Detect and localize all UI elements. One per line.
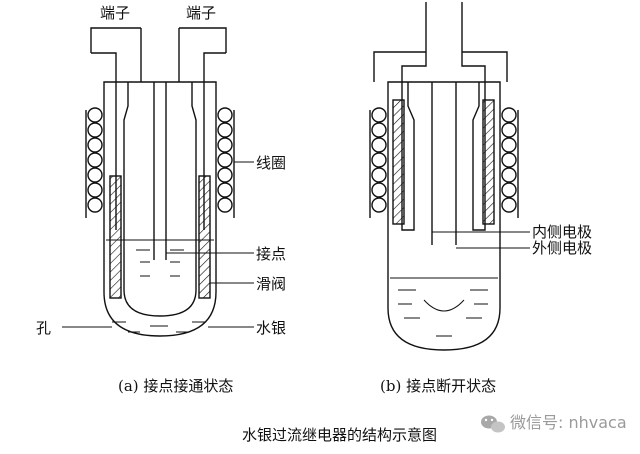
mercury-label: 水银 bbox=[256, 319, 286, 337]
coil-left-a bbox=[85, 107, 103, 218]
coil-label: 线圈 bbox=[256, 154, 286, 172]
leader-lines-b bbox=[432, 231, 530, 249]
caption-b: (b) 接点断开状态 bbox=[380, 377, 496, 395]
inner-structure-a bbox=[115, 82, 205, 317]
inner-electrode-label: 内侧电极 bbox=[532, 223, 592, 241]
mercury-a bbox=[106, 239, 214, 333]
outer-tube-a bbox=[103, 81, 217, 337]
slide-valve-label: 滑阀 bbox=[256, 275, 286, 293]
wechat-icon bbox=[481, 415, 505, 433]
outer-electrode-label: 外侧电极 bbox=[532, 239, 592, 257]
contact-label: 接点 bbox=[256, 245, 286, 263]
terminal-leads-b bbox=[373, 2, 508, 82]
diagram-a bbox=[62, 27, 254, 337]
coil-right-b bbox=[501, 107, 519, 218]
terminal-leads-a bbox=[90, 27, 227, 82]
outer-tube-b bbox=[387, 81, 501, 351]
terminal-label-left: 端子 bbox=[100, 4, 130, 22]
hole-label: 孔 bbox=[36, 319, 51, 337]
slide-valve-a bbox=[109, 175, 211, 299]
diagram-b bbox=[369, 2, 530, 351]
mercury-b bbox=[390, 277, 498, 337]
caption-a: (a) 接点接通状态 bbox=[118, 377, 233, 395]
leader-lines-a bbox=[62, 161, 254, 328]
inner-structure-b bbox=[401, 82, 486, 245]
coil-right-a bbox=[217, 107, 235, 218]
terminal-label-right: 端子 bbox=[186, 4, 216, 22]
figure-title: 水银过流继电器的结构示意图 bbox=[242, 426, 437, 444]
slide-valve-b bbox=[392, 99, 495, 225]
watermark-text: 微信号: nhvaca bbox=[510, 413, 627, 432]
coil-left-b bbox=[369, 107, 387, 218]
